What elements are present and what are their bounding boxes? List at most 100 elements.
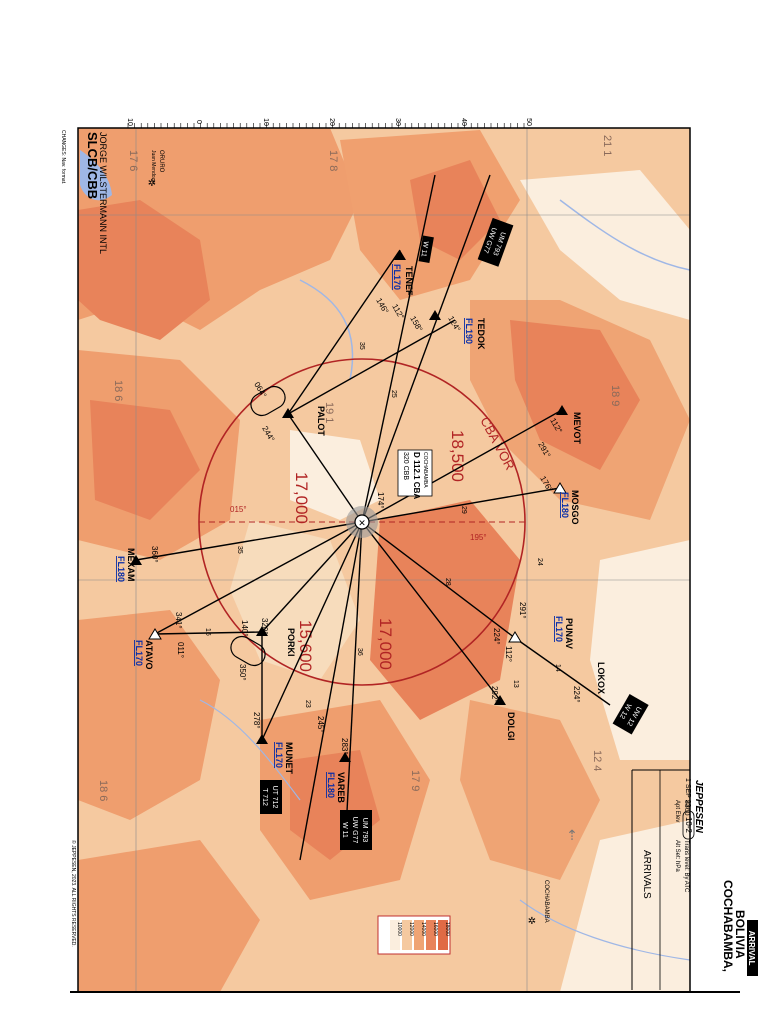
river-3 bbox=[199, 699, 301, 801]
fl-munet: FL170 bbox=[274, 742, 284, 768]
arrivals-label: ARRIVALS bbox=[641, 850, 652, 899]
copyright: © JEPPESEN, 2023. ALL RIGHTS RESERVED. bbox=[70, 840, 77, 947]
radial-195-label: 195° bbox=[470, 533, 487, 542]
airway-label: W 11 bbox=[419, 240, 429, 257]
scale-label: 0 bbox=[195, 120, 202, 124]
scale-label: 40 bbox=[460, 118, 467, 126]
legend-swatch-14000 bbox=[414, 920, 424, 950]
msa-17000-east: 17,000 bbox=[376, 618, 395, 670]
title-block bbox=[631, 769, 691, 992]
navaid-radial: 320 CBB bbox=[402, 452, 409, 480]
bearing: 341° bbox=[174, 612, 183, 629]
fix-palot-label: PALOT bbox=[316, 406, 326, 436]
terrain-dark-center bbox=[370, 500, 520, 720]
chart-number: 10-2 bbox=[684, 817, 693, 834]
fix-punav-label: PUNAV bbox=[564, 618, 574, 649]
route-vareb bbox=[344, 521, 363, 851]
arrivals-title: ARRIVALS bbox=[641, 850, 652, 899]
terrain-mid-se bbox=[460, 700, 600, 880]
route-vareb-2 bbox=[299, 521, 363, 861]
flight-levels: FL190 FL170 FL180 FL170 FL180 FL170 FL17… bbox=[116, 264, 570, 798]
fl-tedok: FL190 bbox=[464, 318, 474, 344]
cochabamba-place-name: COCHABAMBA bbox=[543, 880, 549, 923]
fix-vareb-label: VAREB bbox=[336, 772, 346, 803]
fix-tedok-label: TEDOK bbox=[476, 318, 486, 350]
chart-date: 1 SEP 23 bbox=[684, 778, 691, 808]
scale-label: 50 bbox=[525, 118, 532, 126]
airway-label: T 712 bbox=[261, 788, 268, 806]
bearing: 292° bbox=[490, 686, 499, 703]
route-mexam bbox=[135, 521, 363, 561]
bearing: 140° bbox=[240, 620, 249, 637]
changes-note: CHANGES: Nav. format. bbox=[60, 130, 66, 184]
route-mosgo bbox=[361, 487, 561, 523]
distance: 36 bbox=[356, 648, 363, 656]
apt-elev-block: Apt Elev 8360 Alt Set: hPa Trans level: … bbox=[674, 800, 690, 893]
fix-mevot-icon bbox=[556, 405, 568, 415]
route-tedok-2 bbox=[361, 174, 491, 523]
route-tedok-palot bbox=[287, 319, 456, 415]
airway-label: UT 712 bbox=[271, 786, 278, 809]
airport-name: JORGE WILSTERMANN INTL bbox=[98, 132, 108, 254]
fix-porki-icon bbox=[256, 626, 268, 636]
bearing: 360° bbox=[150, 546, 159, 563]
oruro-sub: Juan Mendoza bbox=[150, 150, 156, 183]
fl-vareb: FL180 bbox=[326, 772, 336, 798]
airway-box bbox=[340, 810, 372, 850]
terrain-airport-valley bbox=[290, 430, 380, 520]
route-punav bbox=[361, 521, 516, 639]
msa-value: 18,500 bbox=[448, 430, 467, 482]
spot-height: 19 1 bbox=[323, 402, 335, 423]
fix-atavo-label: ATAVO bbox=[144, 640, 154, 670]
north-arrow-icon: ⇡ bbox=[566, 827, 578, 843]
fix-porki-label: PORKI bbox=[286, 628, 296, 657]
spot-heights: 21 1 17 8 18 6 17 6 18 9 19 1 18 6 17 9 … bbox=[97, 135, 621, 801]
left-margin-header: CHANGES: Nav. format. bbox=[60, 130, 66, 184]
river-4 bbox=[519, 899, 690, 961]
legend-swatch-12000 bbox=[402, 920, 412, 950]
route-tenef bbox=[287, 249, 401, 415]
arrival-routes bbox=[135, 174, 611, 861]
holding-palot bbox=[250, 385, 286, 417]
distance: 14 bbox=[554, 664, 561, 672]
copyright-block: © JEPPESEN, 2023. ALL RIGHTS RESERVED. bbox=[70, 840, 77, 947]
route-atavo-porki bbox=[154, 631, 263, 635]
fix-dolgi-label: DOLGI bbox=[506, 712, 516, 741]
oruro-name: ORURO bbox=[158, 150, 164, 173]
distance: 25 bbox=[390, 390, 397, 398]
city-name: COCHABAMBA, bbox=[721, 880, 735, 972]
airway-box bbox=[260, 780, 282, 814]
vor-cross-icon: ✕ bbox=[358, 518, 366, 528]
chart-meta: 1 SEP 23 10-2 bbox=[682, 778, 695, 840]
spot-height: 17 6 bbox=[127, 150, 139, 171]
cba-vor-station: ✕ bbox=[346, 506, 378, 538]
cba-navaid-box: COCHABAMBA D 112.1 CBA 320 CBB bbox=[397, 449, 433, 499]
fix-vareb-icon bbox=[339, 752, 351, 762]
bearing: 224° bbox=[572, 686, 581, 703]
vor-icon bbox=[354, 514, 370, 530]
airway-label: UM 793 bbox=[361, 818, 368, 843]
terrain-dark-e bbox=[510, 320, 640, 470]
fix-dolgi-icon bbox=[494, 695, 506, 705]
airport-heading: SLCB/CBB JORGE WILSTERMANN INTL bbox=[85, 132, 108, 254]
airway-box-w11: W 11 bbox=[418, 235, 434, 263]
chart-type-badge bbox=[747, 920, 758, 976]
legend-label: 12000 bbox=[408, 922, 414, 936]
airway-box bbox=[612, 694, 649, 735]
route-mevot bbox=[361, 409, 563, 523]
msa-18500: 18,500 bbox=[448, 430, 467, 482]
chart-type: ARRIVAL bbox=[747, 931, 756, 966]
msa-17000-west: 17,000 bbox=[292, 472, 311, 524]
fix-tedok-icon bbox=[429, 310, 441, 320]
apt-elev-value: 8360 bbox=[683, 800, 690, 816]
oruro-airport-icon: ✲ bbox=[148, 178, 156, 189]
bearing: 011° bbox=[176, 642, 185, 658]
msa-value: 17,000 bbox=[292, 472, 311, 524]
legend-swatch-10000 bbox=[390, 920, 400, 950]
fix-mosgo-label: MOSGO bbox=[570, 490, 580, 525]
msa-value: 17,000 bbox=[376, 618, 395, 670]
trans-level: Trans level: By ATC bbox=[683, 840, 689, 893]
bearing: 283° bbox=[340, 738, 349, 755]
fix-lokox-label: LOKOX bbox=[596, 662, 606, 694]
distance: 23 bbox=[304, 700, 311, 708]
